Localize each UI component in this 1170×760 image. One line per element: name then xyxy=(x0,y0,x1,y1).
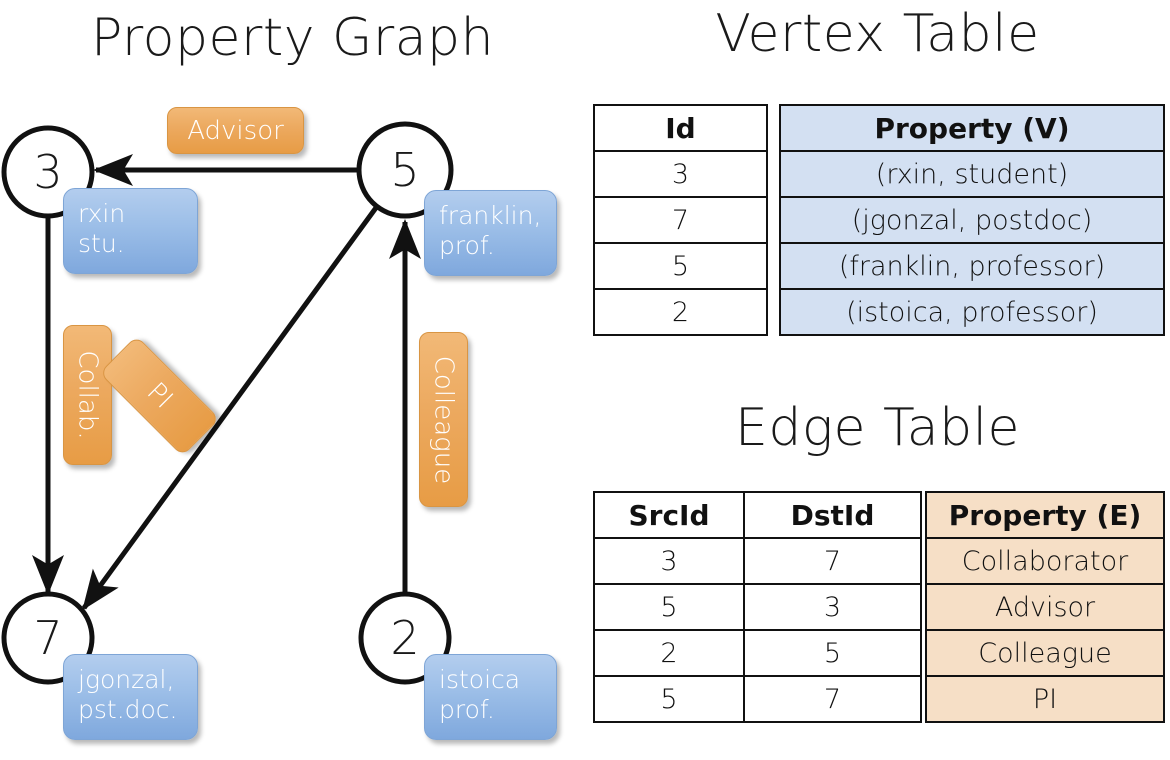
edge-cell-srcid: 5 xyxy=(593,675,745,723)
vertex-cell-property: (istoica, professor) xyxy=(779,288,1165,336)
edge-cell-srcid: 2 xyxy=(593,629,745,677)
edge-label-box-colleague: Colleague xyxy=(419,332,468,507)
table-row[interactable]: 2 xyxy=(593,288,768,336)
edge-cell-property: Advisor xyxy=(925,583,1165,631)
table-row[interactable]: (istoica, professor) xyxy=(779,288,1165,336)
table-header-row: Id xyxy=(593,104,768,152)
edge-table-title: Edge Table xyxy=(734,398,1021,458)
edge-cell-dstid: 3 xyxy=(743,583,922,631)
node-label-7: 7 xyxy=(33,611,63,665)
vertex-cell-property: (rxin, student) xyxy=(779,150,1165,198)
edge-label-box-advisor: Advisor xyxy=(167,107,304,154)
table-row[interactable]: 5 7 xyxy=(593,675,922,723)
table-header-row: Property (E) xyxy=(925,491,1165,539)
edge-line-5-to-7 xyxy=(81,203,381,611)
table-row[interactable]: 3 xyxy=(593,150,768,198)
vertex-cell-id: 7 xyxy=(593,196,768,244)
vertex-header-property: Property (V) xyxy=(779,104,1165,152)
vertex-table-id-column: Id 3 7 5 2 xyxy=(593,104,768,336)
table-row[interactable]: (jgonzal, postdoc) xyxy=(779,196,1165,244)
table-row[interactable]: 2 5 xyxy=(593,629,922,677)
vertex-table-property-column: Property (V) (rxin, student) (jgonzal, p… xyxy=(779,104,1165,336)
edge-label-text-collab: Collab. xyxy=(72,350,103,440)
node-label-3: 3 xyxy=(33,145,63,199)
node-property-box-3: rxin stu. xyxy=(63,188,198,274)
table-header-row: SrcId DstId xyxy=(593,491,922,539)
vertex-cell-id: 3 xyxy=(593,150,768,198)
edge-cell-property: Colleague xyxy=(925,629,1165,677)
edge-cell-property: PI xyxy=(925,675,1165,723)
node-property-box-7: jgonzal, pst.doc. xyxy=(63,654,198,740)
vertex-cell-property: (franklin, professor) xyxy=(779,242,1165,290)
table-row[interactable]: (rxin, student) xyxy=(779,150,1165,198)
table-row[interactable]: 7 xyxy=(593,196,768,244)
edge-cell-srcid: 5 xyxy=(593,583,745,631)
table-header-row: Property (V) xyxy=(779,104,1165,152)
vertex-table-title: Vertex Table xyxy=(715,4,1040,64)
table-row[interactable]: 5 xyxy=(593,242,768,290)
node-label-5: 5 xyxy=(390,143,420,197)
vertex-cell-id: 2 xyxy=(593,288,768,336)
table-row[interactable]: Colleague xyxy=(925,629,1165,677)
edge-table-property-column: Property (E) Collaborator Advisor Collea… xyxy=(925,491,1165,723)
property-graph-title: Property Graph xyxy=(90,8,495,68)
edge-cell-property: Collaborator xyxy=(925,537,1165,585)
edge-cell-dstid: 7 xyxy=(743,537,922,585)
vertex-header-id: Id xyxy=(593,104,768,152)
table-row[interactable]: PI xyxy=(925,675,1165,723)
table-row[interactable]: Advisor xyxy=(925,583,1165,631)
edge-cell-srcid: 3 xyxy=(593,537,745,585)
vertex-cell-property: (jgonzal, postdoc) xyxy=(779,196,1165,244)
node-property-box-2: istoica prof. xyxy=(424,654,557,740)
edge-header-srcid: SrcId xyxy=(593,491,745,539)
table-row[interactable]: 5 3 xyxy=(593,583,922,631)
edge-header-dstid: DstId xyxy=(743,491,922,539)
table-row[interactable]: 3 7 xyxy=(593,537,922,585)
edge-label-text-colleague: Colleague xyxy=(428,355,459,484)
vertex-cell-id: 5 xyxy=(593,242,768,290)
edge-label-text-pi: PI xyxy=(140,377,179,415)
node-label-2: 2 xyxy=(390,611,420,665)
table-row[interactable]: Collaborator xyxy=(925,537,1165,585)
edge-table-src-dst-columns: SrcId DstId 3 7 5 3 2 5 5 7 xyxy=(593,491,922,723)
edge-label-box-collab: Collab. xyxy=(63,325,112,465)
edge-header-property: Property (E) xyxy=(925,491,1165,539)
edge-cell-dstid: 5 xyxy=(743,629,922,677)
node-property-box-5: franklin, prof. xyxy=(424,190,557,276)
edge-cell-dstid: 7 xyxy=(743,675,922,723)
table-row[interactable]: (franklin, professor) xyxy=(779,242,1165,290)
